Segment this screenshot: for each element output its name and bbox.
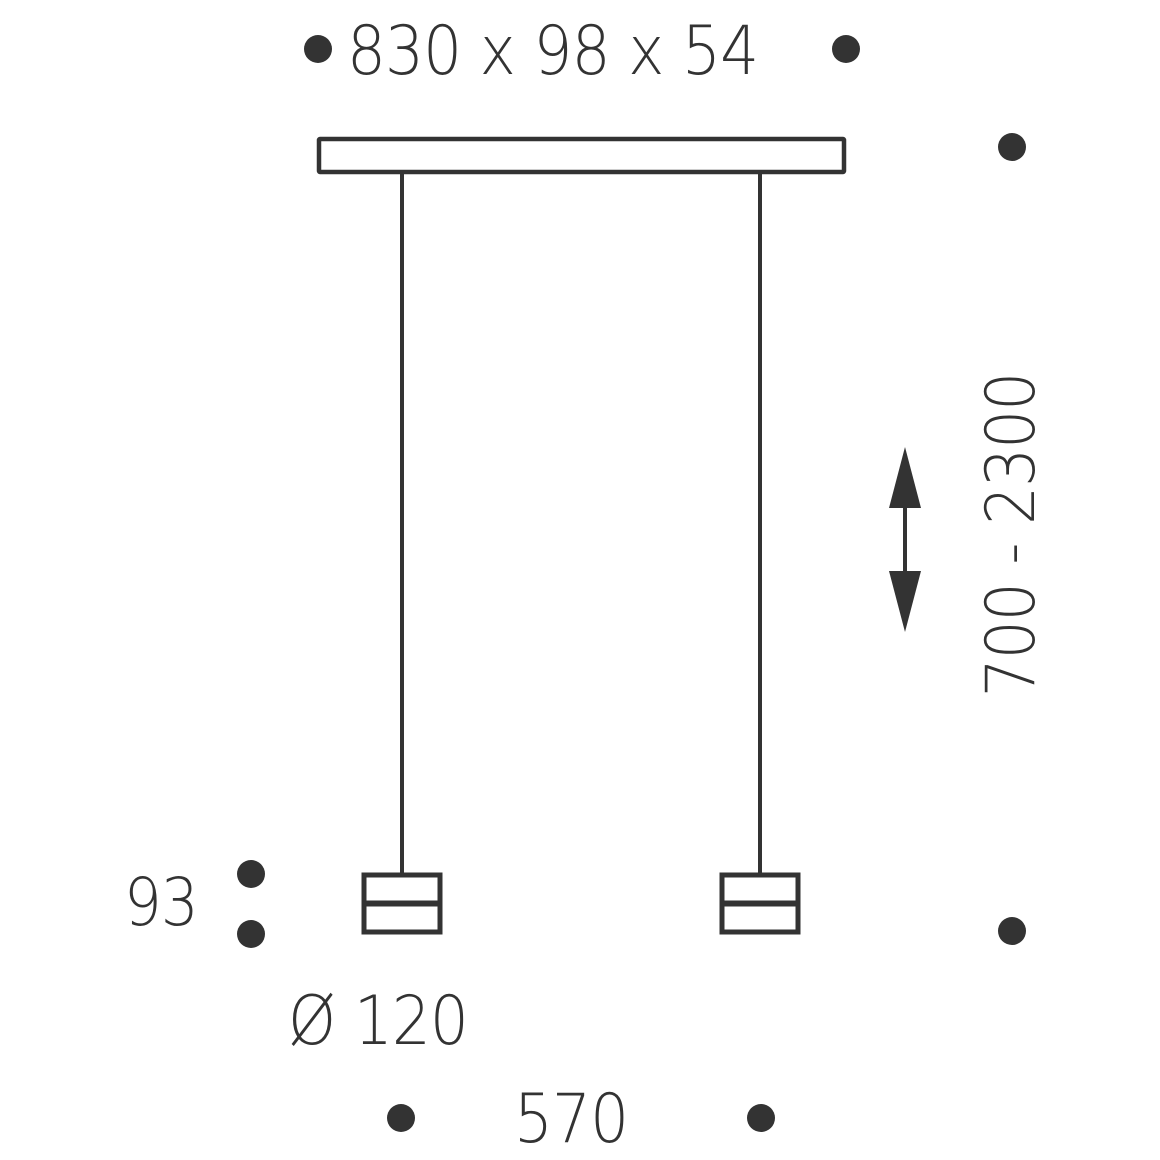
dimension-dot-icon — [998, 917, 1026, 945]
dimension-dot-icon — [998, 133, 1026, 161]
dimension-dot-icon — [832, 35, 860, 63]
canopy — [316, 136, 847, 175]
dimension-dot-icon — [387, 1104, 415, 1132]
dimension-dot-icon — [237, 860, 265, 888]
head-height-label: 93 — [124, 864, 199, 941]
overall-dimensions-label: 830 x 98 x 54 — [347, 12, 759, 91]
dimension-dot-icon — [237, 920, 265, 948]
suspension-height-range-label: 700 - 2300 — [972, 372, 1051, 698]
double-arrow-vertical-icon — [889, 447, 921, 632]
dimension-dot-icon — [304, 35, 332, 63]
dimension-dot-icon — [747, 1104, 775, 1132]
head-spacing-label: 570 — [514, 1080, 629, 1159]
head-diameter-label: Ø 120 — [288, 982, 469, 1061]
right-pendant-head — [719, 872, 801, 935]
left-pendant-head — [361, 872, 443, 935]
